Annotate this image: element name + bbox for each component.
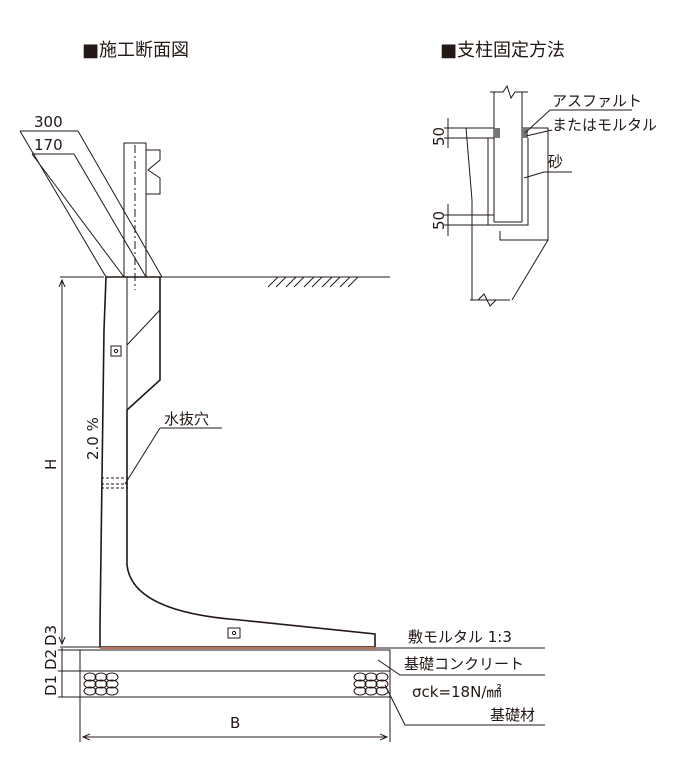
- drain-leader: [124, 427, 161, 485]
- retaining-wall-section: 水抜穴 2.0 % 300 170 H: [19, 113, 545, 742]
- mortar-label: またはモルタル: [552, 116, 657, 134]
- socket-left-edge: [465, 127, 473, 201]
- base-material-leader: [384, 684, 545, 726]
- d3-label: D3: [42, 625, 60, 646]
- mortar-leader: [525, 129, 553, 137]
- d1-label: D1: [42, 675, 60, 696]
- anchor-dot-top: [113, 348, 119, 354]
- lower-body-taper: [511, 239, 549, 301]
- anchor-square-bottom: [227, 627, 241, 639]
- sand-label: 砂: [548, 153, 563, 171]
- ground-hatch: [267, 276, 359, 288]
- asphalt-leader: [524, 109, 632, 134]
- gravel-left: [83, 672, 119, 696]
- dim-300-label: 300: [34, 113, 63, 131]
- drain-hole: [101, 477, 128, 489]
- dim-170-leader-a: [31, 153, 125, 278]
- base-material-label: 基礎材: [490, 706, 535, 724]
- top-break: [490, 84, 528, 100]
- h-label: H: [42, 459, 60, 470]
- dim-170-leader-b: [73, 153, 147, 278]
- wall-body: [99, 276, 376, 648]
- post-pocket: [126, 277, 161, 347]
- gravel-right: [353, 672, 389, 696]
- fix-bottom-label: 50: [430, 211, 448, 230]
- guard-rail-beam: [146, 149, 161, 195]
- slope-label: 2.0 %: [84, 417, 102, 460]
- drain-hole-label: 水抜穴: [164, 410, 209, 428]
- dim-170-label: 170: [34, 136, 63, 154]
- sand-pocket: [487, 138, 529, 226]
- asphalt-fill-left: [494, 128, 500, 138]
- base-concrete: [79, 649, 391, 672]
- base-material: [79, 670, 391, 698]
- d2-label: D2: [42, 649, 60, 670]
- support-title: ■支柱固定方法: [440, 40, 565, 61]
- sand-leader: [523, 171, 572, 179]
- section-title: ■施工断面図: [82, 40, 189, 61]
- anchor-dot-bottom: [231, 630, 237, 636]
- sigma-ck-label: σck=18N/㎟: [412, 683, 501, 701]
- anchor-square-top: [110, 345, 122, 357]
- dim-300-leader-b: [77, 130, 163, 278]
- asphalt-label: アスファルト: [552, 92, 642, 110]
- fix-top-label: 50: [430, 127, 448, 146]
- base-concrete-leader: [377, 659, 545, 676]
- support-fixing-detail: 50 50 アスファルト またはモルタル 砂: [430, 84, 657, 307]
- b-label: B: [230, 714, 240, 732]
- base-concrete-label: 基礎コンクリート: [404, 655, 524, 673]
- socket-outline: [466, 127, 549, 241]
- bed-mortar-label: 敷モルタル 1:3: [408, 628, 512, 646]
- dim-300-leader-a: [19, 130, 107, 278]
